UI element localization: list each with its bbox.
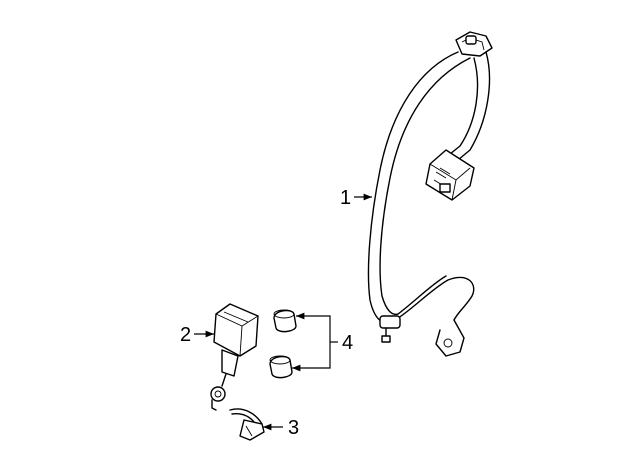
belt-webbing	[367, 51, 491, 357]
retractor	[425, 149, 475, 201]
cap-lower[interactable]	[269, 355, 293, 379]
cap-upper[interactable]	[273, 309, 297, 333]
lower-anchor	[379, 315, 401, 343]
callout-3: 3	[288, 417, 299, 439]
callout-leaders	[194, 193, 372, 431]
upper-guide	[455, 31, 493, 57]
belt-clip[interactable]	[229, 408, 265, 441]
seat-belt-buckle[interactable]	[210, 303, 259, 411]
callout-1: 1	[340, 187, 351, 209]
callout-4: 4	[342, 332, 353, 354]
callout-2: 2	[180, 324, 191, 346]
seat-belt-assembly[interactable]	[367, 31, 493, 357]
